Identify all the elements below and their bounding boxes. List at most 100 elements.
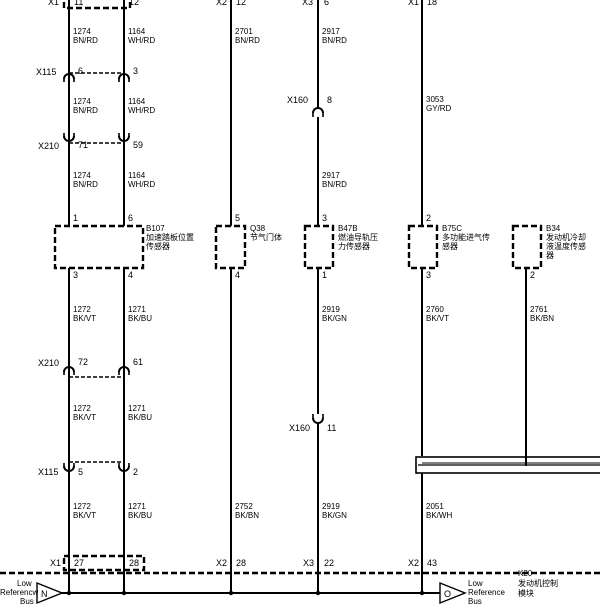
pin-number: 5 [78, 467, 83, 477]
component-name: 感器 [442, 241, 458, 251]
connector-label: X210 [38, 358, 59, 368]
wire-number: 2919 [322, 502, 340, 511]
connector-x115-a: X115 6 3 [36, 66, 138, 82]
wire-number: 1274 [73, 171, 91, 180]
wire-color: BK/WH [426, 511, 452, 520]
wire-color: BK/GN [322, 511, 347, 520]
wire-labels-lower: 1272 BK/VT 1271 BK/BU 1272 BK/VT 1271 BK… [73, 305, 554, 520]
pin-number: 1 [322, 270, 327, 280]
connector-label: X115 [36, 67, 56, 77]
bus-symbol: O [444, 589, 451, 599]
pin-number: 2 [530, 270, 535, 280]
wire-color: BK/BN [235, 511, 259, 520]
bus-label: Reference [468, 588, 505, 597]
wire-number: 1272 [73, 305, 91, 314]
connector-label: X160 [287, 95, 308, 105]
connector-label: X3 [302, 0, 313, 7]
component-name: 器 [546, 251, 554, 260]
connector-label: X210 [38, 141, 59, 151]
wire-number: 2917 [322, 27, 340, 36]
connector-x210-b: X210 72 61 [38, 357, 143, 378]
pin-number: 12 [129, 0, 139, 7]
component-id: B75C [442, 224, 462, 233]
pin-number: 11 [327, 423, 336, 433]
pin-number: 1 [73, 213, 78, 223]
pin-number: 22 [324, 558, 334, 568]
wire-number: 2761 [530, 305, 548, 314]
component-name: 传感器 [146, 241, 170, 251]
pin-number: 71 [78, 140, 88, 150]
connector-x160-a: X160 8 [287, 95, 332, 117]
wire-number: 2917 [322, 171, 340, 180]
pin-number: 61 [133, 357, 143, 367]
bus-symbol: N [41, 589, 48, 599]
bottom-connector-x1: X1 27 28 [50, 554, 146, 572]
wire-number: 2051 [426, 502, 444, 511]
wire-color: BK/VT [426, 314, 449, 323]
pin-number: 5 [235, 213, 240, 223]
component-b34: 2 B34 发动机冷却 液温度传感 器 [511, 224, 586, 280]
component-name: 力传感器 [338, 241, 370, 251]
component-name: 发动机冷却 [546, 232, 586, 242]
wire-number: 1271 [128, 404, 146, 413]
bus-label: Referencw [0, 588, 38, 597]
wire-number: 1164 [128, 27, 146, 36]
connector-label: X2 [216, 0, 227, 7]
pin-number: 4 [128, 270, 133, 280]
wire-color: BK/GN [322, 314, 347, 323]
pin-number: 28 [236, 558, 246, 568]
pin-number: 12 [236, 0, 246, 7]
connector-x160-b: X160 11 [289, 414, 336, 433]
wire-color: BN/RD [73, 106, 98, 115]
component-id: B34 [546, 224, 561, 233]
pin-number: 3 [133, 66, 138, 76]
component-name: 燃油导轨压 [338, 232, 378, 242]
connector-x115-b: X115 5 2 [38, 461, 138, 477]
pin-number: 8 [327, 95, 332, 105]
wire-color: BK/BU [128, 314, 152, 323]
pin-number: 4 [235, 270, 240, 280]
pin-number: 6 [78, 66, 83, 76]
wire-color: WH/RD [128, 36, 155, 45]
wire-number: 2701 [235, 27, 253, 36]
connector-label: X1 [48, 0, 59, 7]
bus-label: Bus [20, 597, 34, 606]
connector-label: X160 [289, 423, 310, 433]
bus-label: Low [468, 579, 483, 588]
wire-number: 2752 [235, 502, 253, 511]
low-reference-bus [40, 590, 440, 596]
wire-color: BK/VT [73, 511, 96, 520]
pin-number: 11 [74, 0, 83, 7]
bus-label: Low [17, 579, 32, 588]
connector-label: X1 [408, 0, 419, 7]
connector-label: X2 [408, 558, 419, 568]
wire-color: BN/RD [322, 180, 347, 189]
wire-color: BN/RD [73, 180, 98, 189]
pin-number: 18 [427, 0, 437, 7]
wire-number: 1272 [73, 404, 91, 413]
connector-label: X2 [216, 558, 227, 568]
connector-label: X3 [303, 558, 314, 568]
connector-x210-a: X210 71 59 [38, 133, 143, 151]
connector-label: X115 [38, 467, 58, 477]
pin-number: 59 [133, 140, 143, 150]
component-name: 节气门体 [250, 232, 282, 242]
wire-number: 1274 [73, 97, 91, 106]
pin-number: 28 [129, 558, 139, 568]
wire-color: BN/RD [235, 36, 260, 45]
top-connector-x1: X1 11 12 [48, 0, 139, 10]
wire-number: 1271 [128, 502, 146, 511]
wire-number: 2760 [426, 305, 444, 314]
wire-labels-upper: 1274 BN/RD 1164 WH/RD 1274 BN/RD 1164 WH… [73, 27, 452, 189]
wire-number: 1271 [128, 305, 146, 314]
component-name: 加速踏板位置 [146, 232, 194, 242]
pin-number: 27 [74, 558, 84, 568]
component-name: 多功能进气传 [442, 232, 490, 242]
wire-color: BK/BU [128, 413, 152, 422]
pin-number: 6 [324, 0, 329, 7]
pin-number: 72 [78, 357, 88, 367]
module-id: K20 [518, 569, 533, 578]
bus-arrow-left: N Low Referencw Bus [0, 579, 64, 606]
pin-number: 3 [322, 213, 327, 223]
